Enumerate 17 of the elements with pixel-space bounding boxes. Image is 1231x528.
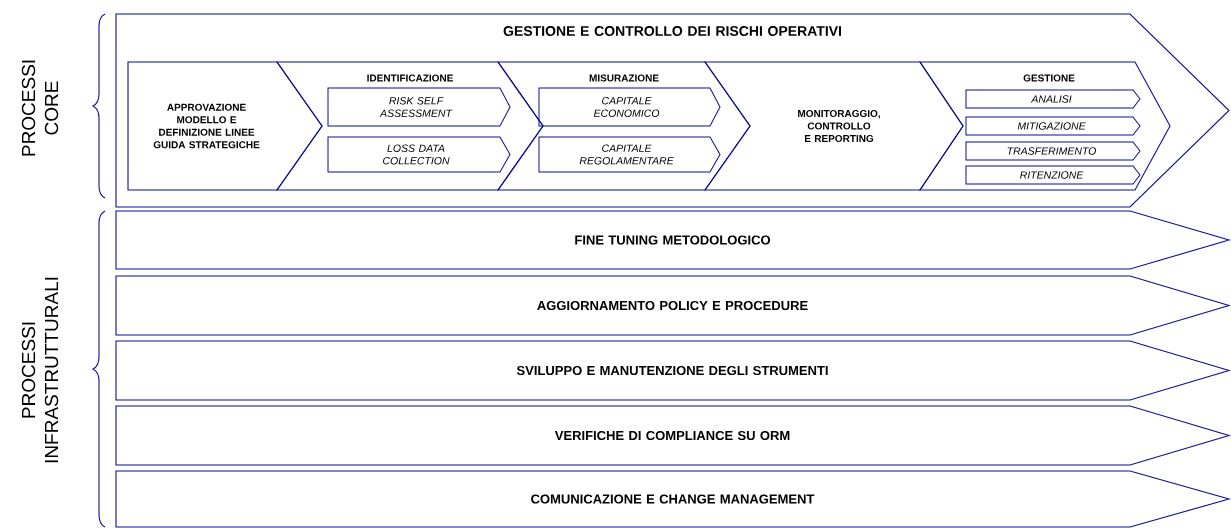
activity-box: LOSS DATA COLLECTION bbox=[327, 136, 511, 173]
activity-box: RISK SELF ASSESSMENT bbox=[327, 87, 511, 127]
activity-box: TRASFERIMENTO bbox=[965, 141, 1141, 161]
activity-box: RITENZIONE bbox=[965, 165, 1141, 185]
activity-box: CAPITALE REGOLAMENTARE bbox=[538, 136, 721, 173]
group-label: PROCESSI INFRASTRUTTURALI bbox=[21, 277, 59, 463]
process-band: SVILUPPO E MANUTENZIONE DEGLI STRUMENTI bbox=[115, 340, 1231, 401]
process-band: COMUNICAZIONE E CHANGE MANAGEMENT bbox=[115, 470, 1231, 528]
process-band: VERIFICHE DI COMPLIANCE SU ORM bbox=[115, 405, 1231, 466]
activity-box: ANALISI bbox=[965, 89, 1141, 109]
process-band: FINE TUNING METODOLOGICO bbox=[115, 210, 1231, 270]
process-band: AGGIORNAMENTO POLICY E PROCEDURE bbox=[115, 275, 1231, 336]
activity-box: CAPITALE ECONOMICO bbox=[538, 87, 721, 127]
group-label: PROCESSI CORE bbox=[21, 60, 59, 156]
stage-box: APPROVAZIONE MODELLO E DEFINIZIONE LINEE GUIDA STRATEGICHE bbox=[127, 61, 323, 191]
activity-box: MITIGAZIONE bbox=[965, 116, 1141, 136]
stage-box: MONITORAGGIO, CONTROLLO E REPORTING bbox=[703, 61, 964, 191]
